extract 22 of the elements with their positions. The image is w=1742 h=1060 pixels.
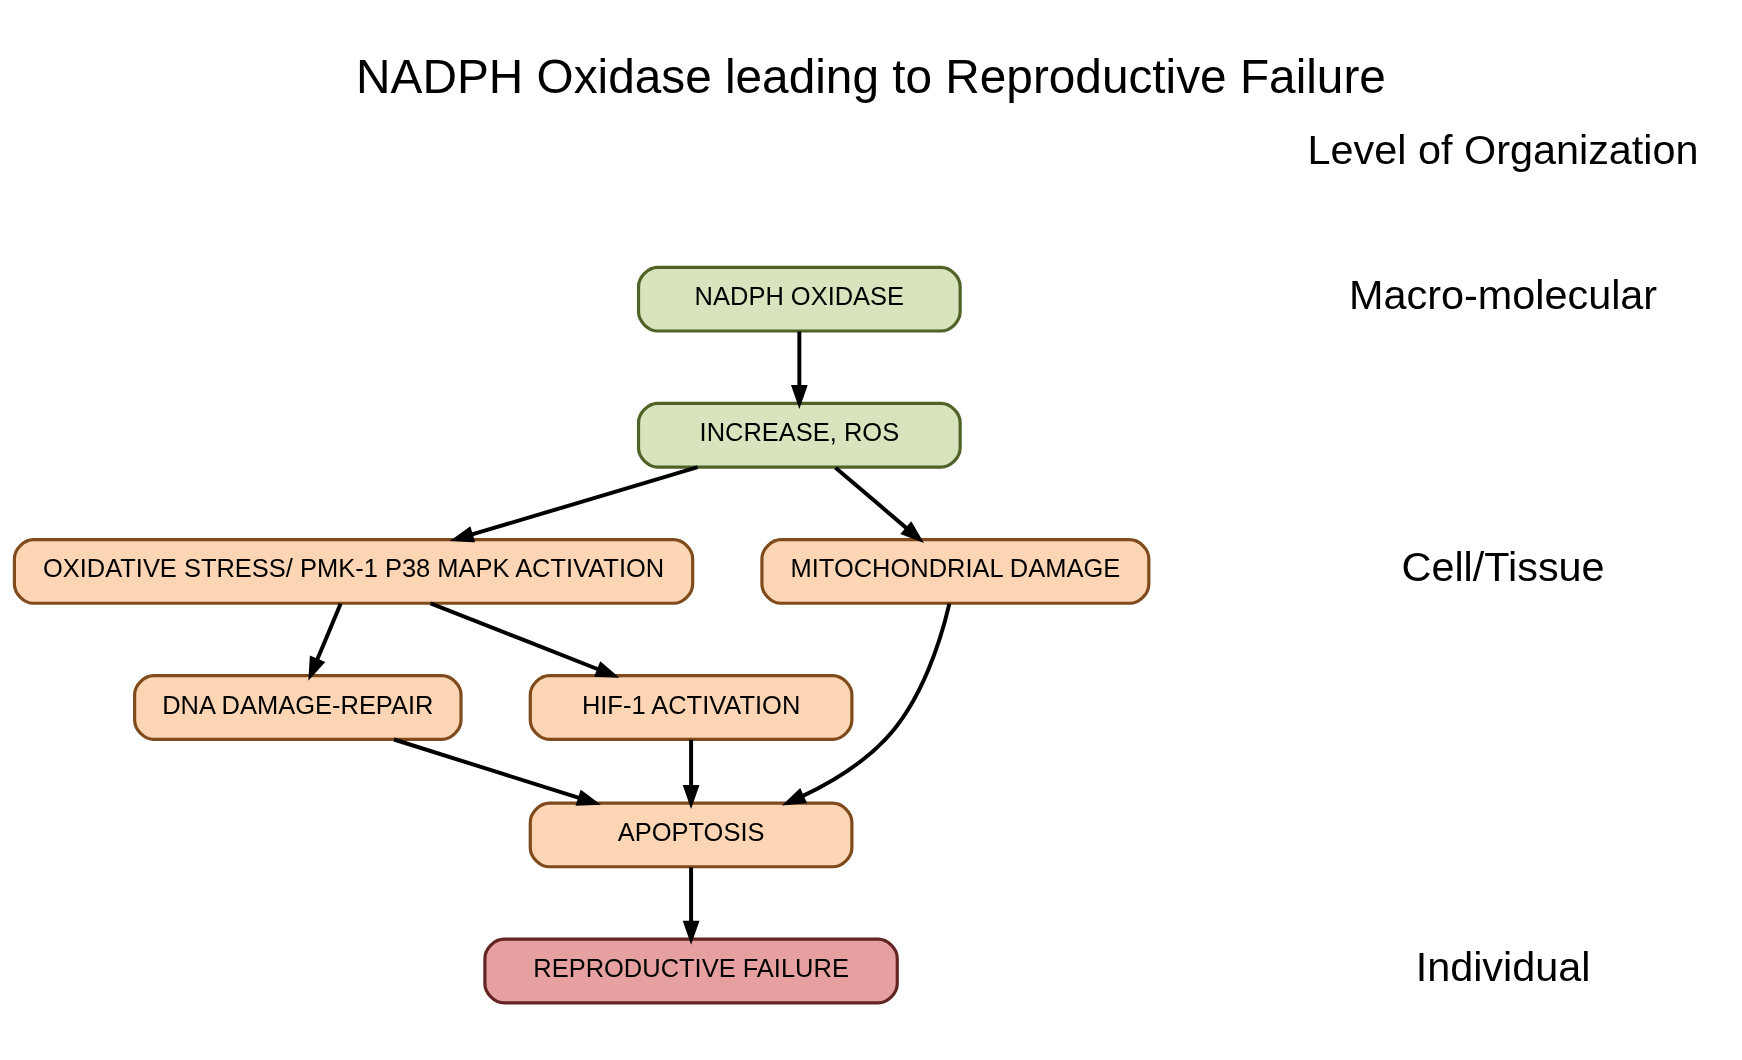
label: Individual: [1415, 944, 1591, 991]
arrow: [393, 737, 601, 806]
diagram-title: NADPH Oxidase leading to Reproductive Failure: [356, 49, 1386, 103]
arrow: [834, 466, 924, 544]
node-box: MITOCHONDRIAL DAMAGE: [760, 537, 1151, 605]
node-box: NADPH OXIDASE: [636, 265, 962, 333]
arrow: [682, 739, 700, 809]
label: Level of Organization: [1307, 127, 1699, 174]
node-box: INCREASE, ROS: [636, 401, 962, 469]
arrow: [790, 331, 808, 410]
arrow: [429, 601, 620, 678]
node-box: HIF-1 ACTIVATION: [528, 674, 854, 741]
label: Macro-molecular: [1349, 272, 1658, 319]
arrow: [781, 603, 952, 806]
arrow: [682, 867, 700, 945]
node-box: OXIDATIVE STRESS/ PMK-1 P38 MAPK ACTIVATION: [12, 537, 695, 605]
node-box: APOPTOSIS: [528, 801, 854, 869]
node-box: DNA DAMAGE-REPAIR: [133, 674, 463, 741]
label: Cell/Tissue: [1401, 544, 1605, 591]
arrow: [308, 603, 343, 681]
node-box: REPRODUCTIVE FAILURE: [483, 937, 899, 1005]
arrow: [449, 465, 699, 543]
